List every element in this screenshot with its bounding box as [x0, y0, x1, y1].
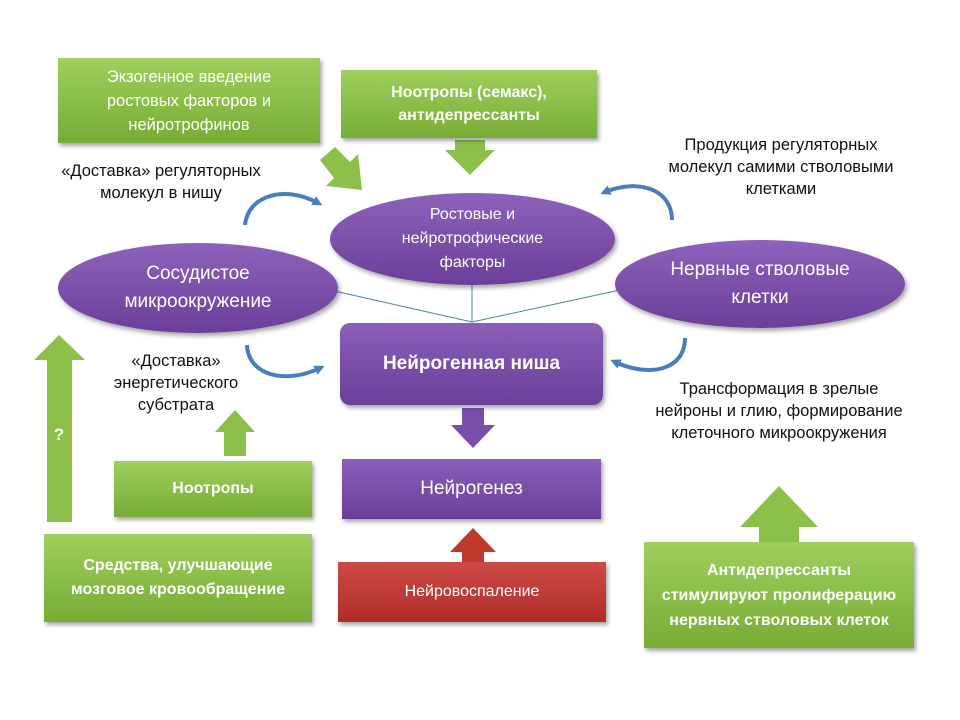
- green-big-up-arrow: [740, 486, 818, 544]
- neurogenesis-box: Нейрогенез: [342, 459, 601, 519]
- inflammation-text: Нейровоспаление: [404, 583, 540, 600]
- niche-box: Нейрогенная ниша: [340, 323, 603, 405]
- vascular-text: Сосудистое микроокружение: [124, 263, 272, 312]
- nootropics-semax-text: Ноотропы (семакс), антидепрессанты: [391, 84, 547, 124]
- exogenous-box: Экзогенное введение ростовых факторов и …: [58, 58, 320, 143]
- connector-line: [329, 289, 473, 323]
- antidepressants-box: Антидепрессанты стимулируют пролиферацию…: [644, 542, 914, 648]
- nootropics-text: Ноотропы: [172, 480, 254, 497]
- label-transformation: Трансформация в зрелые нейроны и глию, ф…: [655, 380, 903, 442]
- curved-arrow: [245, 344, 325, 379]
- green-down-arrow: [445, 140, 495, 175]
- connector-line: [471, 289, 621, 323]
- exogenous-text: Экзогенное введение ростовых факторов и …: [106, 67, 272, 134]
- brain-blood-text: Средства, улучшающие мозговое кровообращ…: [70, 557, 286, 598]
- curved-arrow: [600, 184, 674, 221]
- antidepressants-text: Антидепрессанты стимулируют пролиферацию…: [661, 561, 897, 629]
- green-up-arrow: [215, 410, 255, 456]
- nootropics-box: Ноотропы: [114, 461, 312, 517]
- green-diagonal-arrow: [320, 147, 362, 190]
- label-delivery-molecules: «Доставка» регуляторных молекул в нишу: [61, 162, 261, 202]
- growth-factors-text: Ростовые и нейротрофические факторы: [401, 206, 544, 271]
- curved-arrow: [610, 337, 687, 372]
- stem-cells-text: Нервные стволовые клетки: [670, 259, 850, 308]
- curved-arrow: [243, 192, 323, 226]
- nootropics-semax-box: Ноотропы (семакс), антидепрессанты: [341, 70, 597, 138]
- niche-text: Нейрогенная ниша: [382, 353, 561, 374]
- label-delivery-energy: «Доставка» энергетического субстрата: [113, 352, 239, 414]
- question-mark: ?: [53, 425, 65, 444]
- purple-down-arrow: [451, 408, 495, 448]
- inflammation-box: Нейровоспаление: [338, 562, 606, 622]
- green-tall-up-arrow: [34, 335, 85, 522]
- label-production: Продукция регуляторных молекул самими ст…: [668, 136, 894, 198]
- vascular-ellipse: Сосудистое микроокружение: [58, 243, 338, 333]
- brain-blood-box: Средства, улучшающие мозговое кровообращ…: [44, 534, 312, 622]
- neurogenesis-text: Нейрогенез: [420, 478, 523, 499]
- red-up-arrow: [450, 528, 496, 562]
- stem-cells-ellipse: Нервные стволовые клетки: [615, 240, 905, 328]
- growth-factors-ellipse: Ростовые и нейротрофические факторы: [330, 193, 615, 285]
